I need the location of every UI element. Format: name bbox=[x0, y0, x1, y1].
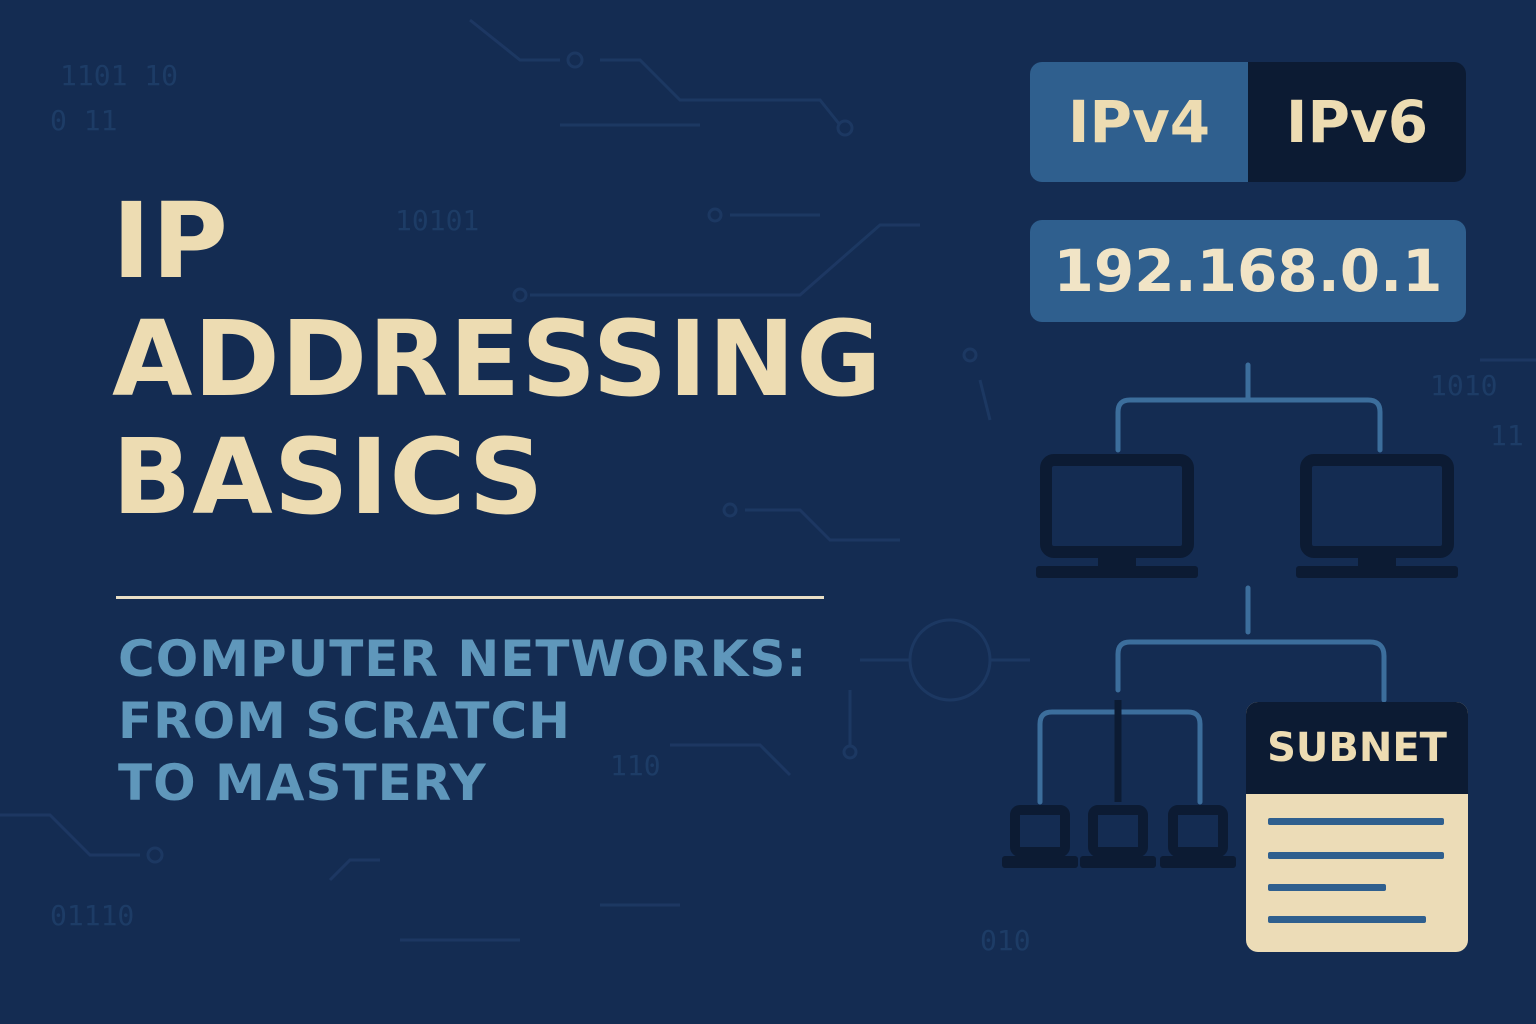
ip-version-toggle: IPv4 IPv6 bbox=[1030, 62, 1466, 182]
small-computer-icon bbox=[1002, 805, 1078, 868]
subnet-text-line bbox=[1268, 916, 1426, 923]
page-title: IP ADDRESSING BASICS bbox=[112, 182, 883, 536]
svg-text:1010: 1010 bbox=[1430, 369, 1497, 402]
subnet-text-line bbox=[1268, 884, 1386, 891]
svg-text:01110: 01110 bbox=[50, 899, 134, 932]
small-computer-icon bbox=[1160, 805, 1236, 868]
svg-text:0 11: 0 11 bbox=[50, 104, 117, 137]
small-computer-icon bbox=[1080, 805, 1156, 868]
ipv6-option: IPv6 bbox=[1248, 62, 1466, 182]
svg-text:010: 010 bbox=[980, 924, 1031, 957]
subtitle: COMPUTER NETWORKS: FROM SCRATCH TO MASTE… bbox=[118, 628, 807, 814]
subtitle-line-2: FROM SCRATCH bbox=[118, 692, 571, 750]
svg-text:11: 11 bbox=[1490, 419, 1524, 452]
svg-text:1101 10: 1101 10 bbox=[60, 59, 178, 92]
title-line-1: IP bbox=[112, 180, 229, 302]
title-line-2: ADDRESSING bbox=[112, 298, 883, 420]
ipv4-option: IPv4 bbox=[1030, 62, 1248, 182]
subnet-document-icon: SUBNET bbox=[1246, 702, 1468, 952]
computer-icon bbox=[1036, 454, 1198, 578]
subnet-label: SUBNET bbox=[1246, 702, 1468, 794]
svg-text:10101: 10101 bbox=[395, 204, 479, 237]
subnet-text-line bbox=[1268, 818, 1444, 825]
ip-address-box: 192.168.0.1 bbox=[1030, 220, 1466, 322]
title-divider bbox=[116, 596, 824, 599]
subtitle-line-1: COMPUTER NETWORKS: bbox=[118, 630, 808, 688]
svg-text:110: 110 bbox=[610, 749, 661, 782]
subnet-text-line bbox=[1268, 852, 1444, 859]
title-line-3: BASICS bbox=[112, 416, 545, 538]
subtitle-line-3: TO MASTERY bbox=[118, 754, 487, 812]
computer-icon bbox=[1296, 454, 1458, 578]
